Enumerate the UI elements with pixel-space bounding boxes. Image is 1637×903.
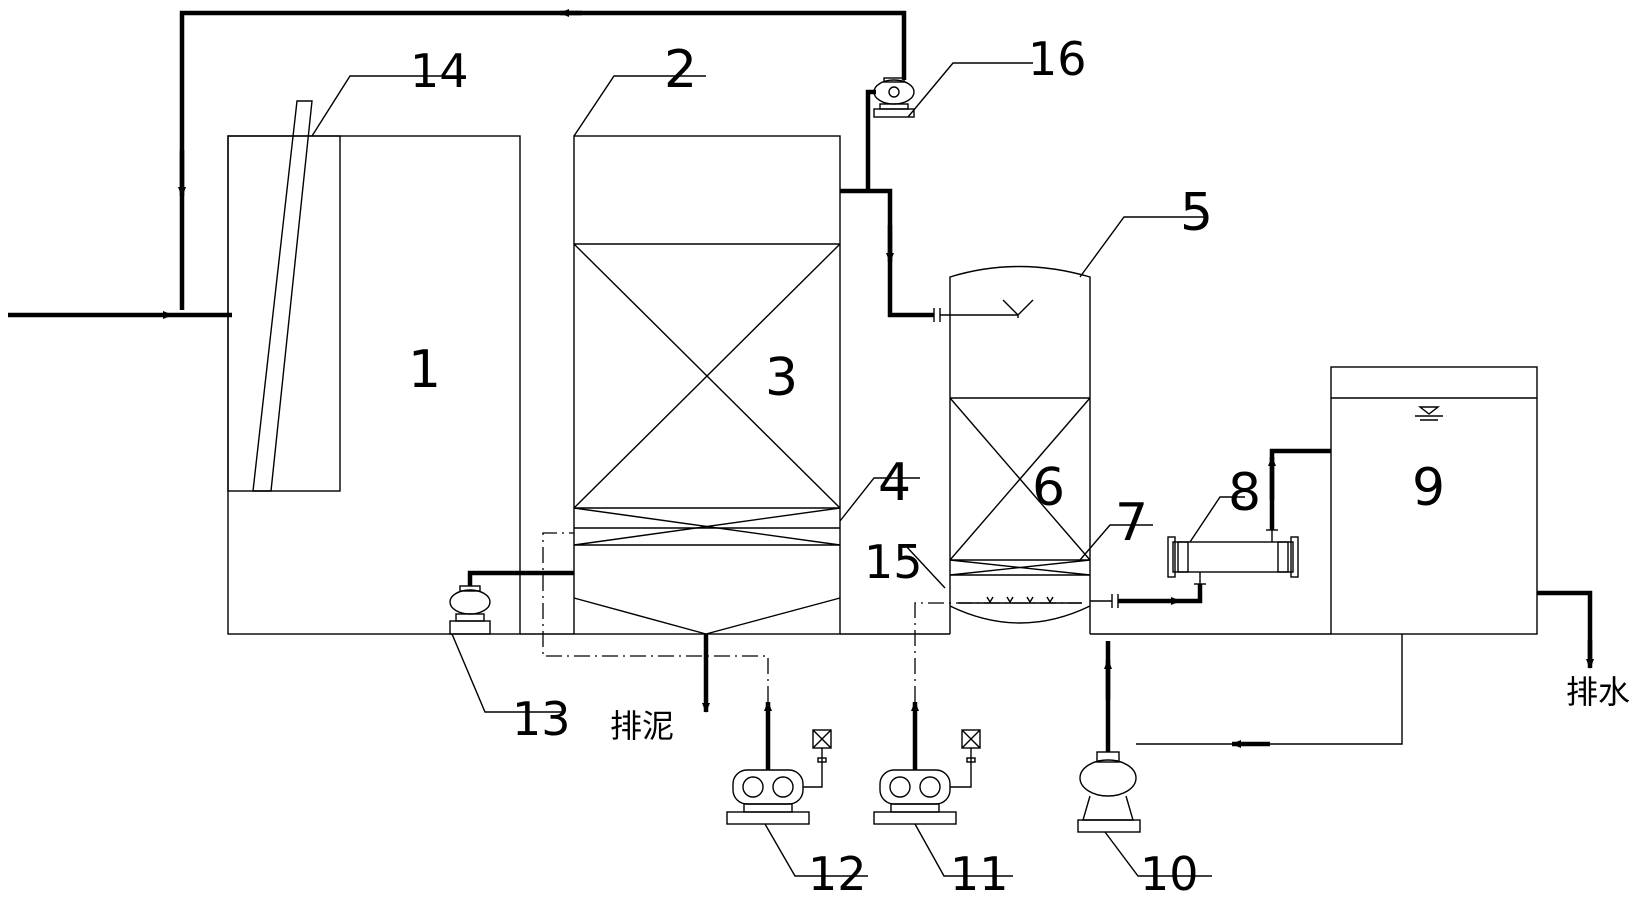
tank-9 (1330, 366, 1538, 635)
label-10: 10 (1140, 847, 1199, 901)
label-6: 6 (1032, 458, 1065, 518)
label-2: 2 (664, 40, 697, 100)
label-11: 11 (950, 847, 1009, 901)
water-outlet-label: 排水 (1566, 673, 1630, 711)
blower-11 (873, 729, 981, 825)
pump-10 (1077, 751, 1141, 833)
label-7: 7 (1115, 493, 1148, 553)
return-line (1136, 634, 1403, 748)
label-3: 3 (765, 348, 798, 408)
label-5: 5 (1180, 183, 1213, 243)
tank-1 (227, 100, 521, 635)
label-4: 4 (878, 453, 911, 513)
label-9: 9 (1412, 458, 1445, 518)
label-12: 12 (808, 847, 867, 901)
label-13: 13 (512, 692, 571, 746)
water-level-symbol (1415, 406, 1443, 421)
vessel-5 (949, 265, 1091, 634)
sludge-outlet-label: 排泥 (610, 707, 674, 745)
leader-lines (311, 62, 1245, 877)
label-1: 1 (408, 340, 441, 400)
label-16: 16 (1028, 32, 1087, 86)
pipes (8, 9, 1594, 770)
air-lines (542, 532, 1082, 702)
label-14: 14 (410, 44, 469, 98)
heat-exchanger-8 (1167, 536, 1299, 578)
label-15: 15 (864, 535, 923, 589)
pump-16 (873, 77, 915, 118)
blower-12 (726, 729, 832, 825)
pump-13 (449, 585, 491, 635)
aerator-nozzles (986, 596, 1054, 604)
label-8: 8 (1228, 463, 1261, 523)
